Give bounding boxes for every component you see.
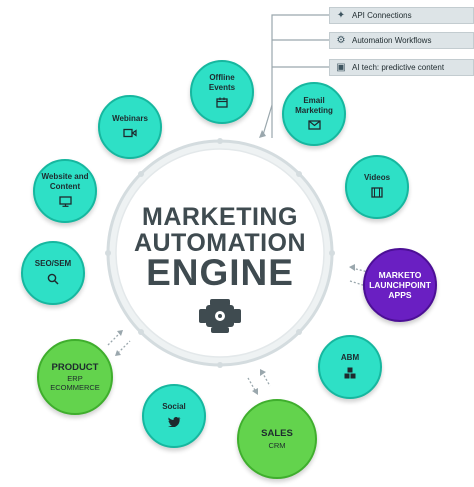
node-seo-sem: SEO/SEM	[21, 241, 85, 305]
node-website-content: Website and Content	[33, 159, 97, 223]
abm-label: ABM	[340, 352, 360, 362]
engine-title-line3: ENGINE	[146, 252, 294, 293]
api-connections-label: API Connections	[352, 11, 412, 20]
video-camera-icon	[123, 128, 137, 141]
ai-tech-box: ▣ AI tech: predictive content	[329, 59, 474, 76]
product-erp-label: ERP	[67, 374, 83, 383]
node-email-marketing: Email Marketing	[282, 82, 346, 146]
offline-events-label: Offline Events	[208, 73, 236, 92]
api-connections-box: ✦ API Connections	[329, 7, 474, 24]
marketo-label: MARKETO LAUNCHPOINT APPS	[369, 270, 431, 300]
node-videos: Videos	[345, 155, 409, 219]
engine-title-line1: MARKETING	[142, 203, 298, 231]
node-sales: SALES CRM	[237, 399, 317, 479]
wand-icon: ✦	[336, 10, 346, 21]
webinars-label: Webinars	[112, 113, 148, 123]
website-content-label: Website and Content	[41, 172, 89, 191]
node-offline-events: Offline Events	[190, 60, 254, 124]
node-webinars: Webinars	[98, 95, 162, 159]
videos-label: Videos	[363, 173, 391, 182]
twitter-icon	[167, 416, 181, 430]
product-ecommerce-label: ECOMMERCE	[50, 383, 100, 392]
sales-label: SALES	[261, 428, 293, 439]
seo-sem-label: SEO/SEM	[34, 258, 72, 268]
automation-workflows-label: Automation Workflows	[352, 36, 432, 45]
node-social: Social	[142, 384, 206, 448]
product-label: PRODUCT	[51, 362, 99, 373]
node-product: PRODUCT ERP ECOMMERCE	[37, 339, 113, 415]
sales-crm-label: CRM	[268, 441, 286, 450]
film-icon	[371, 187, 383, 201]
gears-icon: ⚙	[336, 35, 346, 46]
monitor-icon	[58, 196, 72, 210]
node-marketo-launchpoint: MARKETO LAUNCHPOINT APPS	[363, 248, 437, 322]
chip-icon: ▣	[336, 62, 346, 73]
envelope-icon	[307, 119, 321, 133]
automation-workflows-box: ⚙ Automation Workflows	[329, 32, 474, 49]
ai-tech-label: AI tech: predictive content	[352, 63, 445, 72]
engine-title-line2: AUTOMATION	[133, 229, 307, 257]
social-label: Social	[162, 402, 186, 411]
blocks-icon	[344, 367, 356, 382]
calendar-icon	[216, 97, 228, 111]
search-icon	[47, 273, 59, 288]
engine-icon	[199, 299, 241, 333]
email-marketing-label: Email Marketing	[295, 95, 333, 115]
node-abm: ABM	[318, 335, 382, 399]
